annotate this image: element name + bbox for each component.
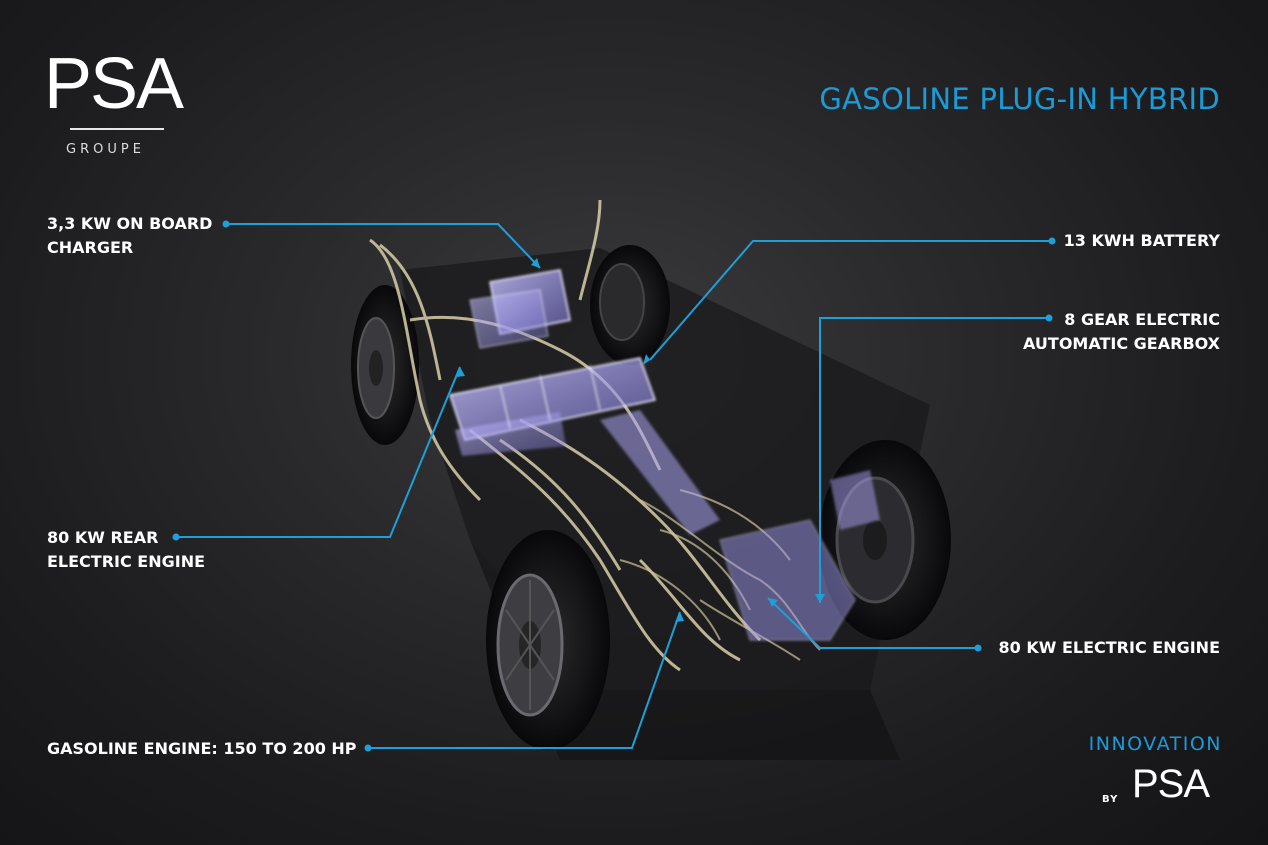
callout-battery: 13 KWH BATTERY	[1064, 229, 1220, 253]
diagram-title: GASOLINE PLUG-IN HYBRID	[819, 82, 1220, 116]
callout-battery-line1: 13 KWH BATTERY	[1063, 231, 1220, 250]
wheel-rear-right	[590, 245, 670, 365]
leader-dots	[172, 220, 1056, 752]
callout-electric-engine: 80 KW ELECTRIC ENGINE	[999, 636, 1220, 660]
callout-charger: 3,3 KW ON BOARD CHARGER	[47, 212, 212, 260]
innovation-label: INNOVATION	[1088, 733, 1222, 755]
innovation-by: BY	[1102, 794, 1119, 805]
psa-logo: PSA	[44, 44, 184, 124]
charger-unit	[469, 269, 571, 349]
logo-subtitle: GROUPE	[66, 142, 145, 157]
leader-electric-engine	[767, 597, 978, 649]
logo-divider	[70, 128, 164, 130]
callout-rear-engine: 80 KW REAR ELECTRIC ENGINE	[47, 526, 205, 574]
callout-rear-engine-line1: 80 KW REAR	[47, 528, 159, 547]
callout-gearbox: 8 GEAR ELECTRIC AUTOMATIC GEARBOX	[1023, 308, 1220, 356]
wheel-front-left	[486, 530, 610, 750]
leader-rear-engine	[176, 366, 461, 538]
innovation-psa-logo: PSA	[1132, 762, 1210, 806]
leader-battery	[649, 240, 1052, 361]
leader-charger	[226, 223, 541, 269]
callout-gasoline-engine-line1: GASOLINE ENGINE: 150 TO 200 HP	[47, 739, 357, 758]
callout-electric-engine-line1: 80 KW ELECTRIC ENGINE	[998, 638, 1220, 657]
callout-gearbox-line1: 8 GEAR ELECTRIC	[1064, 310, 1220, 329]
callout-charger-line2: CHARGER	[47, 238, 134, 257]
center-tunnel	[600, 410, 720, 535]
callout-gasoline-engine: GASOLINE ENGINE: 150 TO 200 HP	[47, 737, 357, 761]
leader-gearbox	[819, 317, 1049, 603]
leader-arrows	[456, 258, 825, 622]
leader-lines	[176, 223, 1052, 749]
callout-gearbox-line2: AUTOMATIC GEARBOX	[1023, 334, 1220, 353]
wheel-rear-left	[351, 285, 419, 445]
battery-pack	[449, 357, 656, 456]
front-motor-gearbox	[719, 470, 880, 641]
callout-rear-engine-line2: ELECTRIC ENGINE	[47, 552, 206, 571]
wiring-harness	[369, 199, 762, 672]
callout-charger-line1: 3,3 KW ON BOARD	[47, 214, 213, 233]
leader-gasoline-engine	[368, 611, 681, 749]
